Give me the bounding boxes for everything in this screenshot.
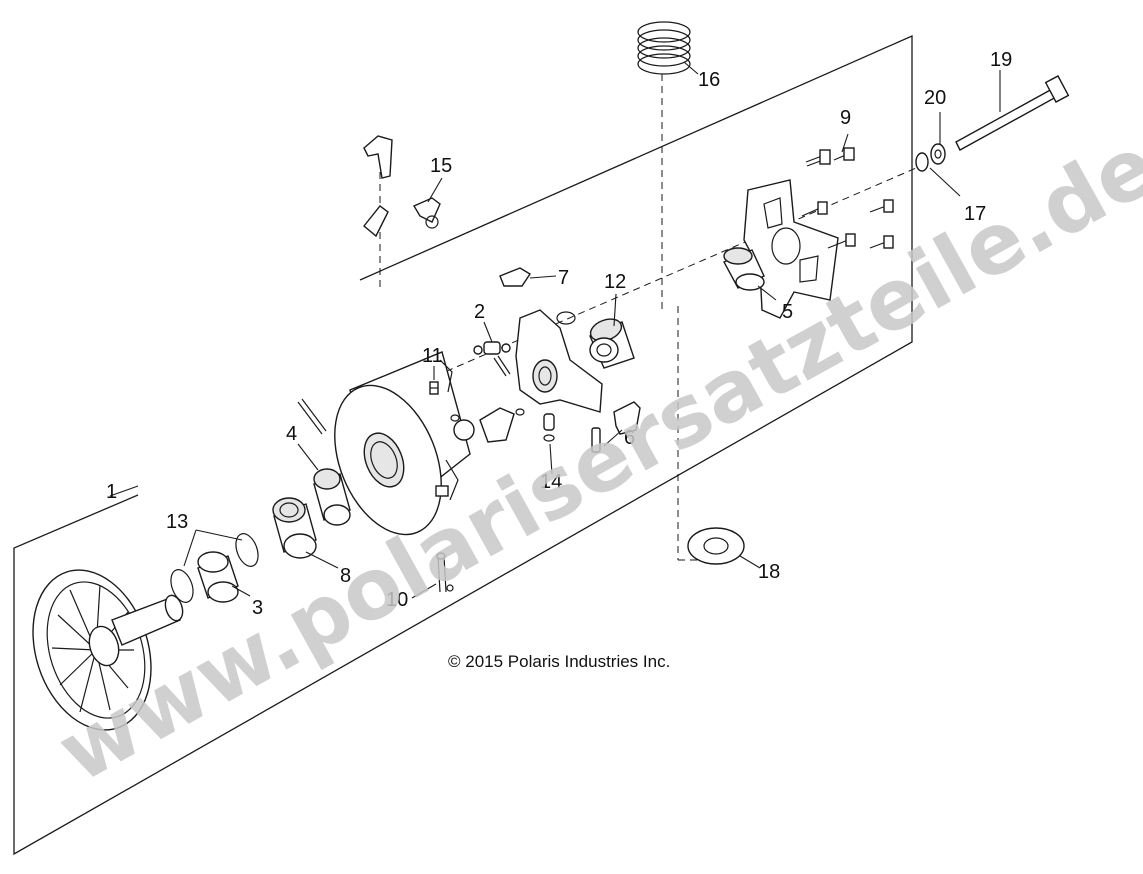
label-part-8: 8 — [340, 565, 351, 587]
bushing-part-4 — [313, 468, 351, 526]
label-part-17: 17 — [964, 203, 986, 225]
screw-part-11 — [429, 381, 439, 395]
upper-pin — [297, 398, 327, 435]
label-part-6: 6 — [624, 427, 635, 449]
pin-part-6 — [591, 427, 601, 453]
label-part-4: 4 — [286, 423, 297, 445]
leader-lines — [109, 61, 1001, 599]
label-part-12: 12 — [604, 271, 626, 293]
copyright-notice: © 2015 Polaris Industries Inc. — [448, 652, 670, 671]
spring-part-16 — [637, 21, 691, 75]
snap-ring-part-13 — [170, 533, 259, 603]
label-part-14: 14 — [540, 471, 562, 493]
washer-part-18 — [687, 527, 745, 565]
shoe-bracket — [613, 401, 641, 435]
label-part-19: 19 — [990, 49, 1012, 71]
washer-part-20 — [930, 143, 946, 165]
label-part-16: 16 — [698, 69, 720, 91]
label-part-3: 3 — [252, 597, 263, 619]
clutch-weight-part-15 — [363, 135, 441, 238]
label-part-11: 11 — [422, 345, 443, 367]
label-part-5: 5 — [782, 301, 793, 323]
bearing-part-12 — [589, 318, 635, 369]
assembly-frame — [13, 35, 913, 856]
cover-bushing — [723, 247, 765, 291]
moveable-sheave-housing — [334, 351, 471, 536]
watermark: www.polarisersatzteile.de — [42, 116, 1143, 802]
label-part-18: 18 — [758, 561, 780, 583]
spider-shoes — [450, 407, 525, 443]
spider-assembly — [515, 309, 603, 413]
stationary-sheave — [32, 569, 184, 731]
label-part-7: 7 — [558, 267, 569, 289]
label-part-9: 9 — [840, 107, 851, 129]
label-part-2: 2 — [474, 301, 485, 323]
bolt-part-19 — [955, 75, 1070, 151]
label-part-1: 1 — [106, 481, 117, 503]
cover-bolts-part-9 — [801, 147, 894, 249]
part-labels: 1 2 3 4 5 6 7 8 9 10 11 12 13 14 15 16 1… — [106, 49, 1012, 619]
roller-part-8 — [272, 497, 317, 559]
nut-part-17 — [915, 152, 929, 172]
label-part-15: 15 — [430, 155, 452, 177]
label-part-10: 10 — [386, 589, 408, 611]
bushing-part-3 — [197, 551, 239, 603]
label-part-20: 20 — [924, 87, 946, 109]
plunger-part-14 — [543, 413, 555, 442]
label-part-13: 13 — [166, 511, 188, 533]
roller-pin-part-2 — [473, 341, 511, 377]
weight-pin-part-7 — [499, 267, 531, 287]
pin-part-10 — [436, 552, 454, 593]
